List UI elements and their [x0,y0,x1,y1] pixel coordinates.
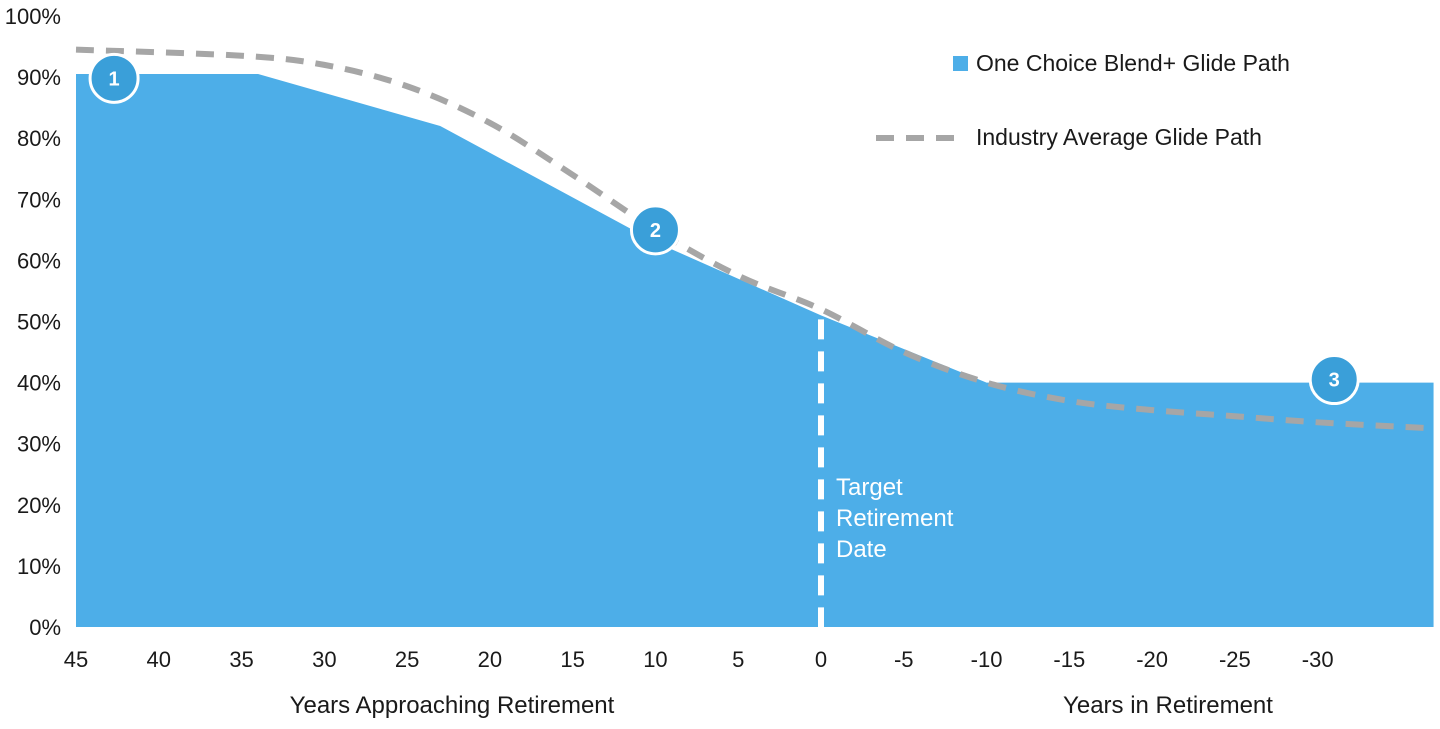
x-tick-label: 10 [643,647,667,672]
marker-circle [629,204,681,256]
x-tick-label: 30 [312,647,336,672]
marker-3: 3 [1308,354,1360,406]
legend-label-one-choice-blend: One Choice Blend+ Glide Path [976,50,1290,76]
x-tick-label: -15 [1053,647,1085,672]
x-tick-label: -30 [1302,647,1334,672]
x-tick-label: -20 [1136,647,1168,672]
x-tick-label: 20 [478,647,502,672]
x-tick-label: -10 [971,647,1003,672]
x-tick-label: 0 [815,647,827,672]
x-axis-title-in-retirement: Years in Retirement [1063,692,1273,719]
y-tick-label: 80% [17,126,61,151]
y-tick-label: 30% [17,432,61,457]
x-axis-title-approaching: Years Approaching Retirement [290,692,615,719]
y-tick-label: 70% [17,187,61,212]
y-tick-label: 90% [17,65,61,90]
x-tick-label: -25 [1219,647,1251,672]
x-tick-label: 35 [229,647,253,672]
series-line-industry-average [75,46,1434,432]
y-tick-label: 0% [29,615,61,640]
series-area-one-choice-blend [76,74,1434,628]
marker-circle [1308,354,1360,406]
y-tick-label: 100% [5,4,61,29]
x-tick-label: -5 [894,647,914,672]
x-tick-label: 25 [395,647,419,672]
marker-1: 1 [88,52,140,104]
y-tick-label: 60% [17,248,61,273]
y-tick-label: 20% [17,493,61,518]
marker-circle [88,52,140,104]
target-retirement-label-line: Target [836,474,903,501]
marker-label: 2 [650,220,661,242]
y-tick-label: 10% [17,554,61,579]
target-retirement-label-line: Date [836,536,887,563]
x-tick-label: 15 [560,647,584,672]
x-tick-label: 45 [64,647,88,672]
marker-label: 3 [1329,370,1340,392]
y-tick-label: 40% [17,371,61,396]
y-tick-label: 50% [17,310,61,335]
marker-label: 1 [109,68,120,90]
legend-swatch-area [953,56,968,71]
x-tick-label: 40 [147,647,171,672]
marker-2: 2 [629,204,681,256]
target-retirement-label-line: Retirement [836,505,954,532]
x-tick-label: 5 [732,647,744,672]
legend-label-industry-average: Industry Average Glide Path [976,124,1262,150]
